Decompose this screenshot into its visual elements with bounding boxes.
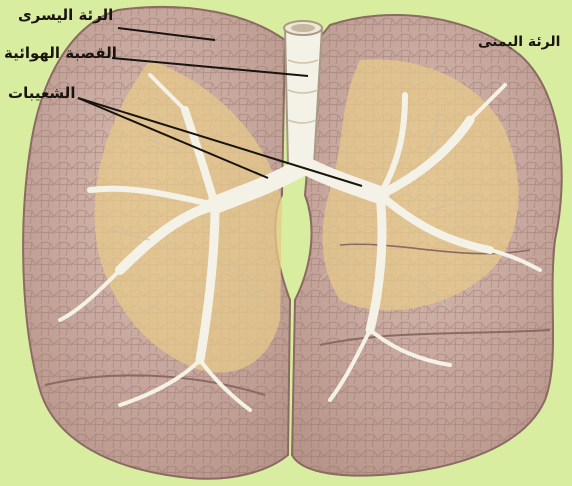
right-lung: [292, 15, 562, 476]
label-bronchioles: الشعيبات: [8, 84, 75, 102]
label-left-lung: الرئة اليسرى: [18, 6, 113, 24]
label-trachea: القصبة الهوائية: [4, 44, 117, 62]
label-right-lung: الرئة اليمنى: [478, 34, 560, 50]
